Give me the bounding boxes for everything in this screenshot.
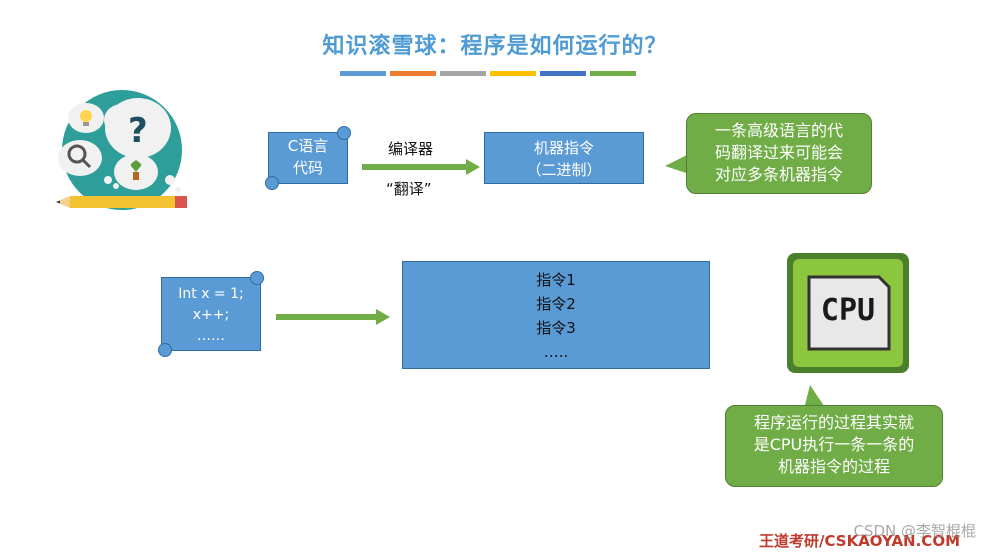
c-source-line2: 代码 [292, 159, 323, 177]
translate-label: “翻译” [386, 180, 432, 198]
svg-text:?: ? [128, 111, 148, 151]
c-source-scroll: C语言 代码 [265, 126, 351, 190]
compile-arrow [362, 159, 480, 175]
magnifier-icon [58, 140, 102, 176]
instruction-3: 指令3 [536, 319, 576, 337]
instruction-1: 指令1 [536, 271, 576, 289]
top-note-line1: 一条高级语言的代 [714, 121, 843, 140]
bottom-bubble-tail [804, 385, 826, 409]
top-note-line2: 码翻译过来可能会 [714, 143, 843, 162]
scroll-curl [158, 343, 172, 357]
top-bubble-tail [665, 154, 689, 174]
code-line2: x++; [192, 307, 230, 323]
compiler-label: 编译器 [388, 140, 434, 158]
instruction-2: 指令2 [536, 295, 576, 313]
c-source-line1: C语言 [287, 137, 329, 155]
question-mark-icon: ? [104, 98, 171, 158]
scroll-curl [250, 271, 264, 285]
code-line1: Int x = 1; [178, 286, 244, 302]
page-title: 知识滚雪球：程序是如何运行的？ [322, 34, 668, 59]
bottom-note-bubble: 程序运行的过程其实就 是CPU执行一条一条的 机器指令的过程 [725, 405, 943, 487]
scroll-curl [337, 126, 351, 140]
machine-instruction-line2: （二进制） [526, 161, 602, 179]
color-bar-green [590, 71, 636, 76]
top-note-bubble: 一条高级语言的代 码翻译过来可能会 对应多条机器指令 [686, 113, 872, 194]
bottom-note-line2: 是CPU执行一条一条的 [753, 435, 915, 454]
instruction-more: ….. [543, 343, 569, 361]
csdn-watermark: CSDN @李智棍棍 [853, 522, 976, 540]
plant-icon [114, 154, 158, 190]
scroll-curl [265, 176, 279, 190]
bottom-note-line1: 程序运行的过程其实就 [753, 413, 914, 432]
color-bar-blue [340, 71, 386, 76]
color-bar-yellow [490, 71, 536, 76]
cpu-chip-icon: CPU [787, 253, 909, 373]
thinking-head-icon: ? [56, 90, 187, 210]
pencil-icon [56, 196, 187, 208]
color-bar-navy [540, 71, 586, 76]
lightbulb-icon [68, 103, 104, 133]
machine-instruction-box: 机器指令 （二进制） [484, 132, 644, 184]
bottom-note-line3: 机器指令的过程 [777, 457, 890, 476]
color-bar-orange [390, 71, 436, 76]
cpu-label: CPU [820, 293, 876, 328]
code-scroll: Int x = 1; x++; …… [158, 271, 264, 357]
machine-instruction-line1: 机器指令 [533, 139, 594, 157]
execute-arrow [276, 309, 390, 325]
instruction-list-box: 指令1 指令2 指令3 ….. [402, 261, 710, 369]
footer-brand: 王道考研/CSKAOYAN.COM [759, 532, 960, 550]
color-bar-gray [440, 71, 486, 76]
top-note-line3: 对应多条机器指令 [714, 165, 843, 184]
code-line3: …… [197, 328, 225, 344]
